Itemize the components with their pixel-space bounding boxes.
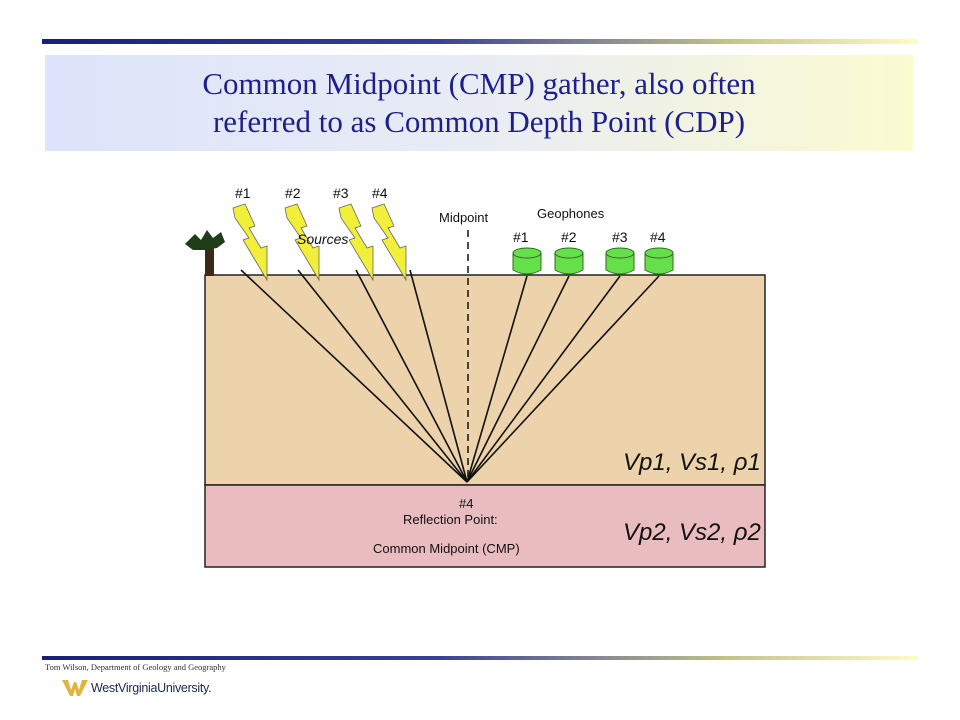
ray-source-2 xyxy=(297,269,468,483)
sources-label: Sources xyxy=(297,231,348,247)
ray-source-4 xyxy=(409,269,468,483)
layer1-properties: Vp1, Vs1, ρ1 xyxy=(623,449,761,476)
upper-layer xyxy=(204,274,766,486)
university-name: WestVirginiaUniversity. xyxy=(91,681,212,695)
lower-layer xyxy=(204,484,766,568)
footer-credit: Tom Wilson, Department of Geology and Ge… xyxy=(45,662,226,672)
ray-source-3 xyxy=(355,269,468,483)
ray-geophone-3 xyxy=(466,275,621,483)
title-line-2: referred to as Common Depth Point (CDP) xyxy=(212,104,746,139)
cmp-diagram: #1 #2 #3 #4 Sources Midpoint Geophones #… xyxy=(185,185,766,568)
source-number-2: #2 xyxy=(285,185,301,201)
geophone-icon xyxy=(644,247,674,275)
reflection-number: #4 xyxy=(459,496,473,511)
geophone-number-2: #2 xyxy=(561,229,577,245)
ray-geophone-1 xyxy=(466,275,528,483)
source-bolts xyxy=(232,203,407,282)
ray-paths xyxy=(240,269,660,483)
lightning-icon xyxy=(232,203,268,282)
geophone-icon xyxy=(554,247,584,275)
university-logo: WestVirginiaUniversity. xyxy=(62,678,212,698)
cmp-label: Common Midpoint (CMP) xyxy=(373,541,520,556)
title-box: Common Midpoint (CMP) gather, also often… xyxy=(45,55,913,151)
geophone-icon xyxy=(605,247,635,275)
geophones-label: Geophones xyxy=(537,206,605,221)
wv-logo-icon xyxy=(62,680,88,696)
midpoint-label: Midpoint xyxy=(439,210,489,225)
title-line-1: Common Midpoint (CMP) gather, also often xyxy=(202,66,756,101)
geophone-icon xyxy=(512,247,542,275)
source-number-3: #3 xyxy=(333,185,349,201)
layer2-properties: Vp2, Vs2, ρ2 xyxy=(623,519,761,546)
ray-geophone-4 xyxy=(466,275,660,483)
bottom-rule xyxy=(42,656,918,660)
ray-geophone-2 xyxy=(466,275,570,483)
geophones xyxy=(512,247,674,275)
geophone-number-4: #4 xyxy=(650,229,666,245)
reflection-point-label: Reflection Point: xyxy=(403,512,498,527)
tree-icon xyxy=(185,230,225,276)
source-number-4: #4 xyxy=(372,185,388,201)
lightning-icon xyxy=(284,203,320,282)
geophone-number-1: #1 xyxy=(513,229,529,245)
lightning-icon xyxy=(338,203,374,282)
ray-source-1 xyxy=(240,269,468,483)
geophone-number-3: #3 xyxy=(612,229,628,245)
lightning-icon xyxy=(371,203,407,282)
top-rule xyxy=(42,39,918,44)
source-number-1: #1 xyxy=(235,185,251,201)
